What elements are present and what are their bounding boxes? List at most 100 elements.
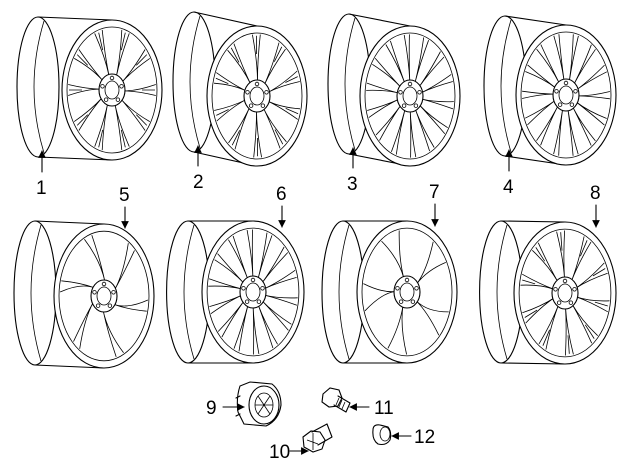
- wheel-5-lug-hole: [111, 290, 116, 295]
- wheel-5-lug-hole: [101, 281, 107, 287]
- wheel-4: [483, 15, 617, 166]
- callout-3: 3: [347, 174, 358, 195]
- wheel-6-lug-hole: [250, 277, 256, 283]
- wheel-8-rim-lip: [518, 228, 612, 358]
- wheel-7-lug-hole: [414, 286, 419, 291]
- wheel-3-rim-lip: [364, 32, 456, 160]
- wheel-1: [16, 16, 163, 161]
- wheel-2-center-bore: [249, 86, 265, 106]
- wheel-4-lug-hole: [557, 102, 563, 107]
- wheel-3-lug-hole: [398, 90, 403, 95]
- wheel-2-lug-hole: [254, 81, 260, 87]
- wheel-6-center-bore: [245, 282, 261, 302]
- wheel-1-lug-hole: [100, 84, 105, 89]
- wheel-3-lug-hole: [417, 90, 422, 95]
- wheel-7-lug-hole: [410, 299, 416, 304]
- callout-11: 11: [374, 398, 394, 419]
- wheel-4-barrel-groove: [500, 19, 512, 153]
- wheel-6-lug-hole: [256, 299, 262, 304]
- wheel-3-hub: [396, 79, 424, 113]
- wheel-7: [321, 220, 458, 364]
- wheel-2-rim-lip: [211, 32, 303, 160]
- callout-8: 8: [590, 183, 601, 204]
- wheel-7-lug-hole: [398, 299, 404, 304]
- wheel-8-lug-hole: [572, 287, 577, 292]
- wheel-7-center-bore: [399, 282, 415, 302]
- callout-12: 12: [414, 427, 435, 448]
- wheel-5-lug-hole: [95, 303, 101, 308]
- wheel-7-hub: [393, 275, 421, 309]
- wheel-7-lug-hole: [404, 277, 410, 283]
- wheel-3-lug-hole: [407, 81, 413, 87]
- wheel-4-lug-hole: [563, 80, 569, 86]
- wheel-6-barrel-groove: [183, 224, 195, 360]
- wheel-8: [479, 220, 617, 365]
- wheel-2-lug-hole: [248, 103, 254, 108]
- wheel-3-center-bore: [402, 86, 418, 106]
- wheel-3-barrel-groove: [344, 17, 356, 151]
- callout-7: 7: [429, 182, 440, 203]
- wheel-1-lug-hole: [119, 84, 124, 89]
- wheel-7-lug-hole: [395, 286, 400, 291]
- wheel-6-hub: [239, 275, 267, 309]
- wheel-2-barrel-groove: [189, 15, 201, 149]
- wheel-1-rim-lip: [66, 26, 158, 154]
- lug-nut-part: [372, 424, 392, 446]
- callout-9: 9: [206, 398, 217, 419]
- wheel-4-lug-hole: [573, 89, 578, 94]
- wheel-6-lug-hole: [244, 299, 250, 304]
- wheel-8-lug-hole: [553, 287, 558, 292]
- wheel-1-barrel: [37, 16, 113, 161]
- callout-5: 5: [119, 185, 130, 206]
- callout-6: 6: [276, 184, 287, 205]
- wheel-1-lug-hole: [103, 97, 109, 102]
- wheel-5-barrel: [34, 220, 105, 369]
- wheel-8-hub: [551, 276, 579, 310]
- wheel-3: [327, 13, 461, 167]
- center-cap-part: [235, 381, 282, 427]
- wheel-5-lug-hole: [107, 303, 113, 308]
- wheel-7-rim-lip: [361, 227, 453, 357]
- wheel-6-barrel: [187, 220, 254, 364]
- wheel-4-hub: [552, 78, 580, 112]
- wheel-8-barrel-groove: [496, 224, 508, 360]
- wheel-3-lug-hole: [401, 103, 407, 108]
- wheel-6-rim-lip: [206, 227, 300, 357]
- wheel-8-barrel: [500, 220, 566, 365]
- wheel-8-lug-hole: [556, 300, 562, 305]
- wheel-1-lug-hole: [109, 75, 115, 81]
- wheel-5: [13, 220, 155, 369]
- wheel-4-lug-hole: [554, 89, 559, 94]
- wheel-2-lug-hole: [260, 103, 266, 108]
- callout-4: 4: [503, 177, 514, 198]
- lug-bolt-part: [302, 423, 333, 453]
- wheel-5-rear-rim: [13, 220, 57, 366]
- wheel-2-lug-hole: [264, 90, 269, 95]
- wheel-8-center-bore: [557, 283, 573, 303]
- wheel-3-lug-hole: [413, 103, 419, 108]
- wheel-2-lug-hole: [245, 90, 250, 95]
- callout-leaders: [38, 145, 600, 455]
- callout-2: 2: [193, 172, 204, 193]
- wheel-6-lug-hole: [260, 286, 265, 291]
- wheel-4-rim-lip: [520, 31, 612, 159]
- callout-1: 1: [36, 178, 47, 199]
- wheel-5-barrel-groove: [30, 224, 42, 362]
- callout-10: 10: [269, 442, 290, 463]
- wheel-5-rim-lip: [58, 230, 150, 362]
- wheel-2: [172, 11, 308, 167]
- wheel-5-center-bore: [96, 286, 112, 306]
- wheel-6-lug-hole: [241, 286, 246, 291]
- wheel-1-center-bore: [104, 80, 120, 100]
- wheel-2-hub: [243, 79, 271, 113]
- wheel-5-lug-hole: [92, 290, 97, 295]
- wheel-1-rear-rim: [16, 16, 60, 158]
- wheel-1-hub: [98, 73, 126, 107]
- wheel-1-barrel-groove: [33, 20, 45, 154]
- wheels-group: [13, 11, 617, 369]
- wheel-8-lug-hole: [562, 278, 568, 284]
- wheel-6: [166, 220, 305, 364]
- wheel-5-hub: [90, 279, 118, 313]
